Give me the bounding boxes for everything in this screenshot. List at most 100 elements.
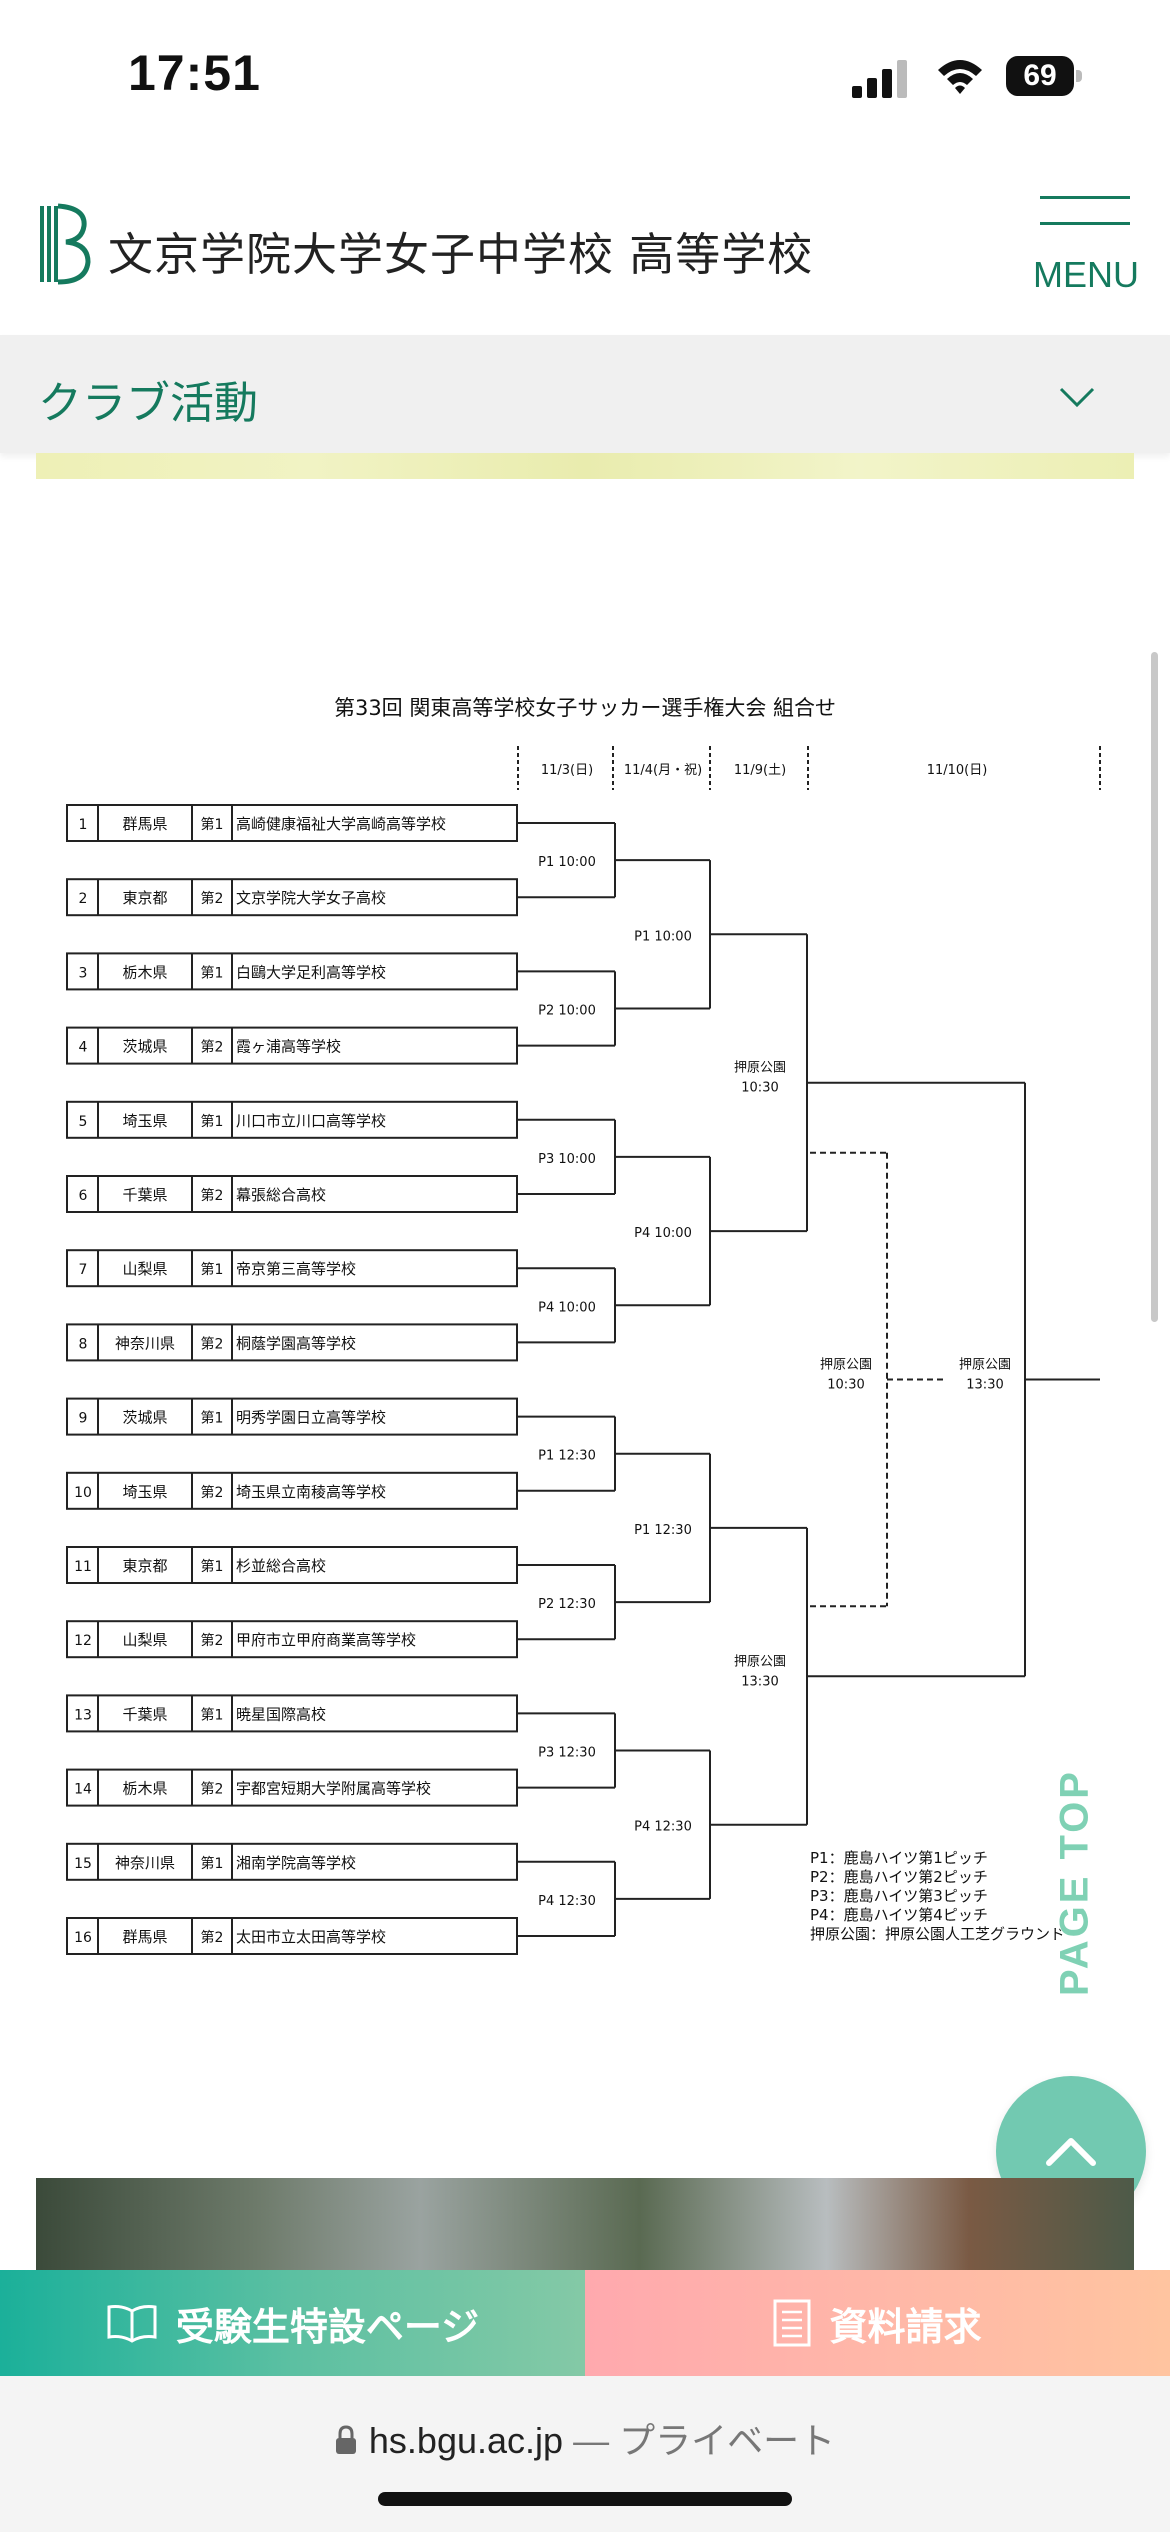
team-number: 14: [74, 1782, 92, 1798]
team-number: 7: [79, 1262, 88, 1278]
site-header: [0, 160, 1170, 335]
page-top-label: PAGE TOP: [1052, 1769, 1097, 1997]
team-school: 文京学院大学女子高校: [236, 889, 386, 907]
battery-icon: 69: [1006, 56, 1082, 96]
bracket-diagram: 第33回 関東高等学校女子サッカー選手権大会 組合せ 11/3(日) 11/4(月・…: [66, 696, 1101, 1955]
team-prefecture: 群馬県: [122, 1928, 167, 1946]
team-seed: 第2: [201, 1335, 224, 1352]
team-seed: 第2: [201, 1039, 224, 1056]
open-book-icon: [107, 2305, 157, 2343]
team-number: 10: [74, 1485, 92, 1501]
match-label: P3 12:30: [538, 1746, 596, 1761]
exam-page-label: 受験生特設ページ: [175, 2304, 480, 2349]
team-row: [66, 1323, 518, 1362]
tournament-bracket: 第33回 関東高等学校女子サッカー選手権大会 組合せ 11/3(日) 11/4(月・…: [0, 690, 1170, 1970]
team-number: 12: [74, 1633, 92, 1649]
match-label: 10:30: [741, 1081, 778, 1096]
match-label: P4 12:30: [538, 1894, 596, 1909]
team-row: [66, 1249, 518, 1288]
team-prefecture: 山梨県: [122, 1260, 167, 1278]
team-seed: 第1: [201, 1261, 224, 1278]
home-indicator[interactable]: [378, 2492, 792, 2506]
bracket-title: 第33回 関東高等学校女子サッカー選手権大会 組合せ: [334, 696, 836, 720]
team-prefecture: 千葉県: [122, 1186, 167, 1204]
team-seed: 第1: [201, 816, 224, 833]
team-school: 明秀学園日立高等学校: [236, 1409, 386, 1427]
team-prefecture: 埼玉県: [122, 1483, 167, 1501]
decorative-band: [36, 453, 1134, 479]
menu-label: MENU: [1033, 254, 1139, 295]
wifi-icon: [938, 60, 982, 94]
team-seed: 第1: [201, 1410, 224, 1427]
section-dropdown[interactable]: クラブ活動: [0, 335, 1170, 453]
school-logo-icon[interactable]: [38, 202, 92, 286]
match-label: P4 10:00: [538, 1300, 596, 1315]
address-bar[interactable]: hs.bgu.ac.jp — プライベート: [0, 2412, 1170, 2464]
team-prefecture: 東京都: [122, 1557, 167, 1575]
third-place-label: 押原公園: [820, 1358, 872, 1373]
team-number: 2: [79, 891, 88, 907]
chevron-down-icon[interactable]: [1058, 385, 1096, 409]
scrollbar[interactable]: [1151, 652, 1158, 1322]
team-number: 8: [79, 1336, 88, 1352]
bracket-date: 11/3(日): [541, 763, 593, 778]
team-school: 甲府市立甲府商業高等学校: [236, 1631, 416, 1649]
team-row: [66, 878, 518, 917]
request-materials-button[interactable]: 資料請求: [585, 2270, 1170, 2376]
team-prefecture: 神奈川県: [115, 1854, 175, 1872]
chevron-up-icon: [1046, 2138, 1096, 2166]
team-school: 杉並総合高校: [236, 1557, 326, 1575]
team-seed: 第2: [201, 890, 224, 907]
team-number: 6: [79, 1188, 88, 1204]
document-icon: [773, 2299, 811, 2347]
menu-button[interactable]: MENU: [1026, 188, 1146, 298]
match-label: 押原公園: [734, 1654, 786, 1669]
team-school: 太田市立太田高等学校: [236, 1928, 386, 1946]
third-place-label: 10:30: [827, 1378, 864, 1393]
match-label: P3 10:00: [538, 1152, 596, 1167]
lock-icon: [335, 2425, 356, 2454]
page-top-link[interactable]: PAGE TOP: [1030, 1760, 1120, 2030]
bracket-date: 11/4(月・祝): [624, 763, 702, 778]
team-prefecture: 千葉県: [122, 1705, 167, 1723]
exam-page-button[interactable]: 受験生特設ページ: [0, 2270, 585, 2376]
team-seed: 第1: [201, 1558, 224, 1575]
request-materials-label: 資料請求: [829, 2304, 982, 2349]
team-school: 川口市立川口高等学校: [236, 1112, 386, 1130]
team-prefecture: 東京都: [122, 889, 167, 907]
team-seed: 第1: [201, 1855, 224, 1872]
team-prefecture: 山梨県: [122, 1631, 167, 1649]
bracket-date: 11/9(土): [734, 763, 786, 778]
final-label: 押原公園: [959, 1358, 1011, 1373]
legend-item: P3：鹿島ハイツ第3ピッチ: [810, 1887, 988, 1905]
legend-item: P2：鹿島ハイツ第2ピッチ: [810, 1868, 988, 1886]
cellular-signal-icon: [852, 60, 907, 98]
team-seed: 第1: [201, 1113, 224, 1130]
team-prefecture: 栃木県: [122, 1780, 167, 1798]
match-label: P4 12:30: [634, 1820, 692, 1835]
match-label: P2 10:00: [538, 1004, 596, 1019]
team-row: [66, 1546, 518, 1584]
hamburger-icon: [1040, 196, 1130, 199]
team-row: [66, 1694, 518, 1733]
school-name[interactable]: 文京学院大学女子中学校 高等学校: [108, 228, 814, 281]
team-prefecture: 神奈川県: [115, 1334, 175, 1352]
team-school: 湘南学院高等学校: [236, 1854, 356, 1872]
team-school: 埼玉県立南稜高等学校: [236, 1483, 386, 1501]
team-prefecture: 茨城県: [122, 1409, 167, 1427]
team-seed: 第2: [201, 1632, 224, 1649]
team-seed: 第2: [201, 1187, 224, 1204]
team-row: [66, 1471, 518, 1510]
team-row: [66, 1842, 518, 1881]
match-label: 押原公園: [734, 1061, 786, 1076]
match-label: P1 12:30: [538, 1449, 596, 1464]
team-row: [66, 1175, 518, 1213]
team-school: 暁星国際高校: [236, 1705, 326, 1723]
browser-bar: hs.bgu.ac.jp — プライベート: [0, 2376, 1170, 2532]
team-number: 5: [79, 1114, 88, 1130]
team-number: 4: [79, 1040, 88, 1056]
match-label: P1 10:00: [634, 929, 692, 944]
team-prefecture: 埼玉県: [122, 1112, 167, 1130]
team-number: 15: [74, 1856, 92, 1872]
match-label: P1 12:30: [634, 1523, 692, 1538]
